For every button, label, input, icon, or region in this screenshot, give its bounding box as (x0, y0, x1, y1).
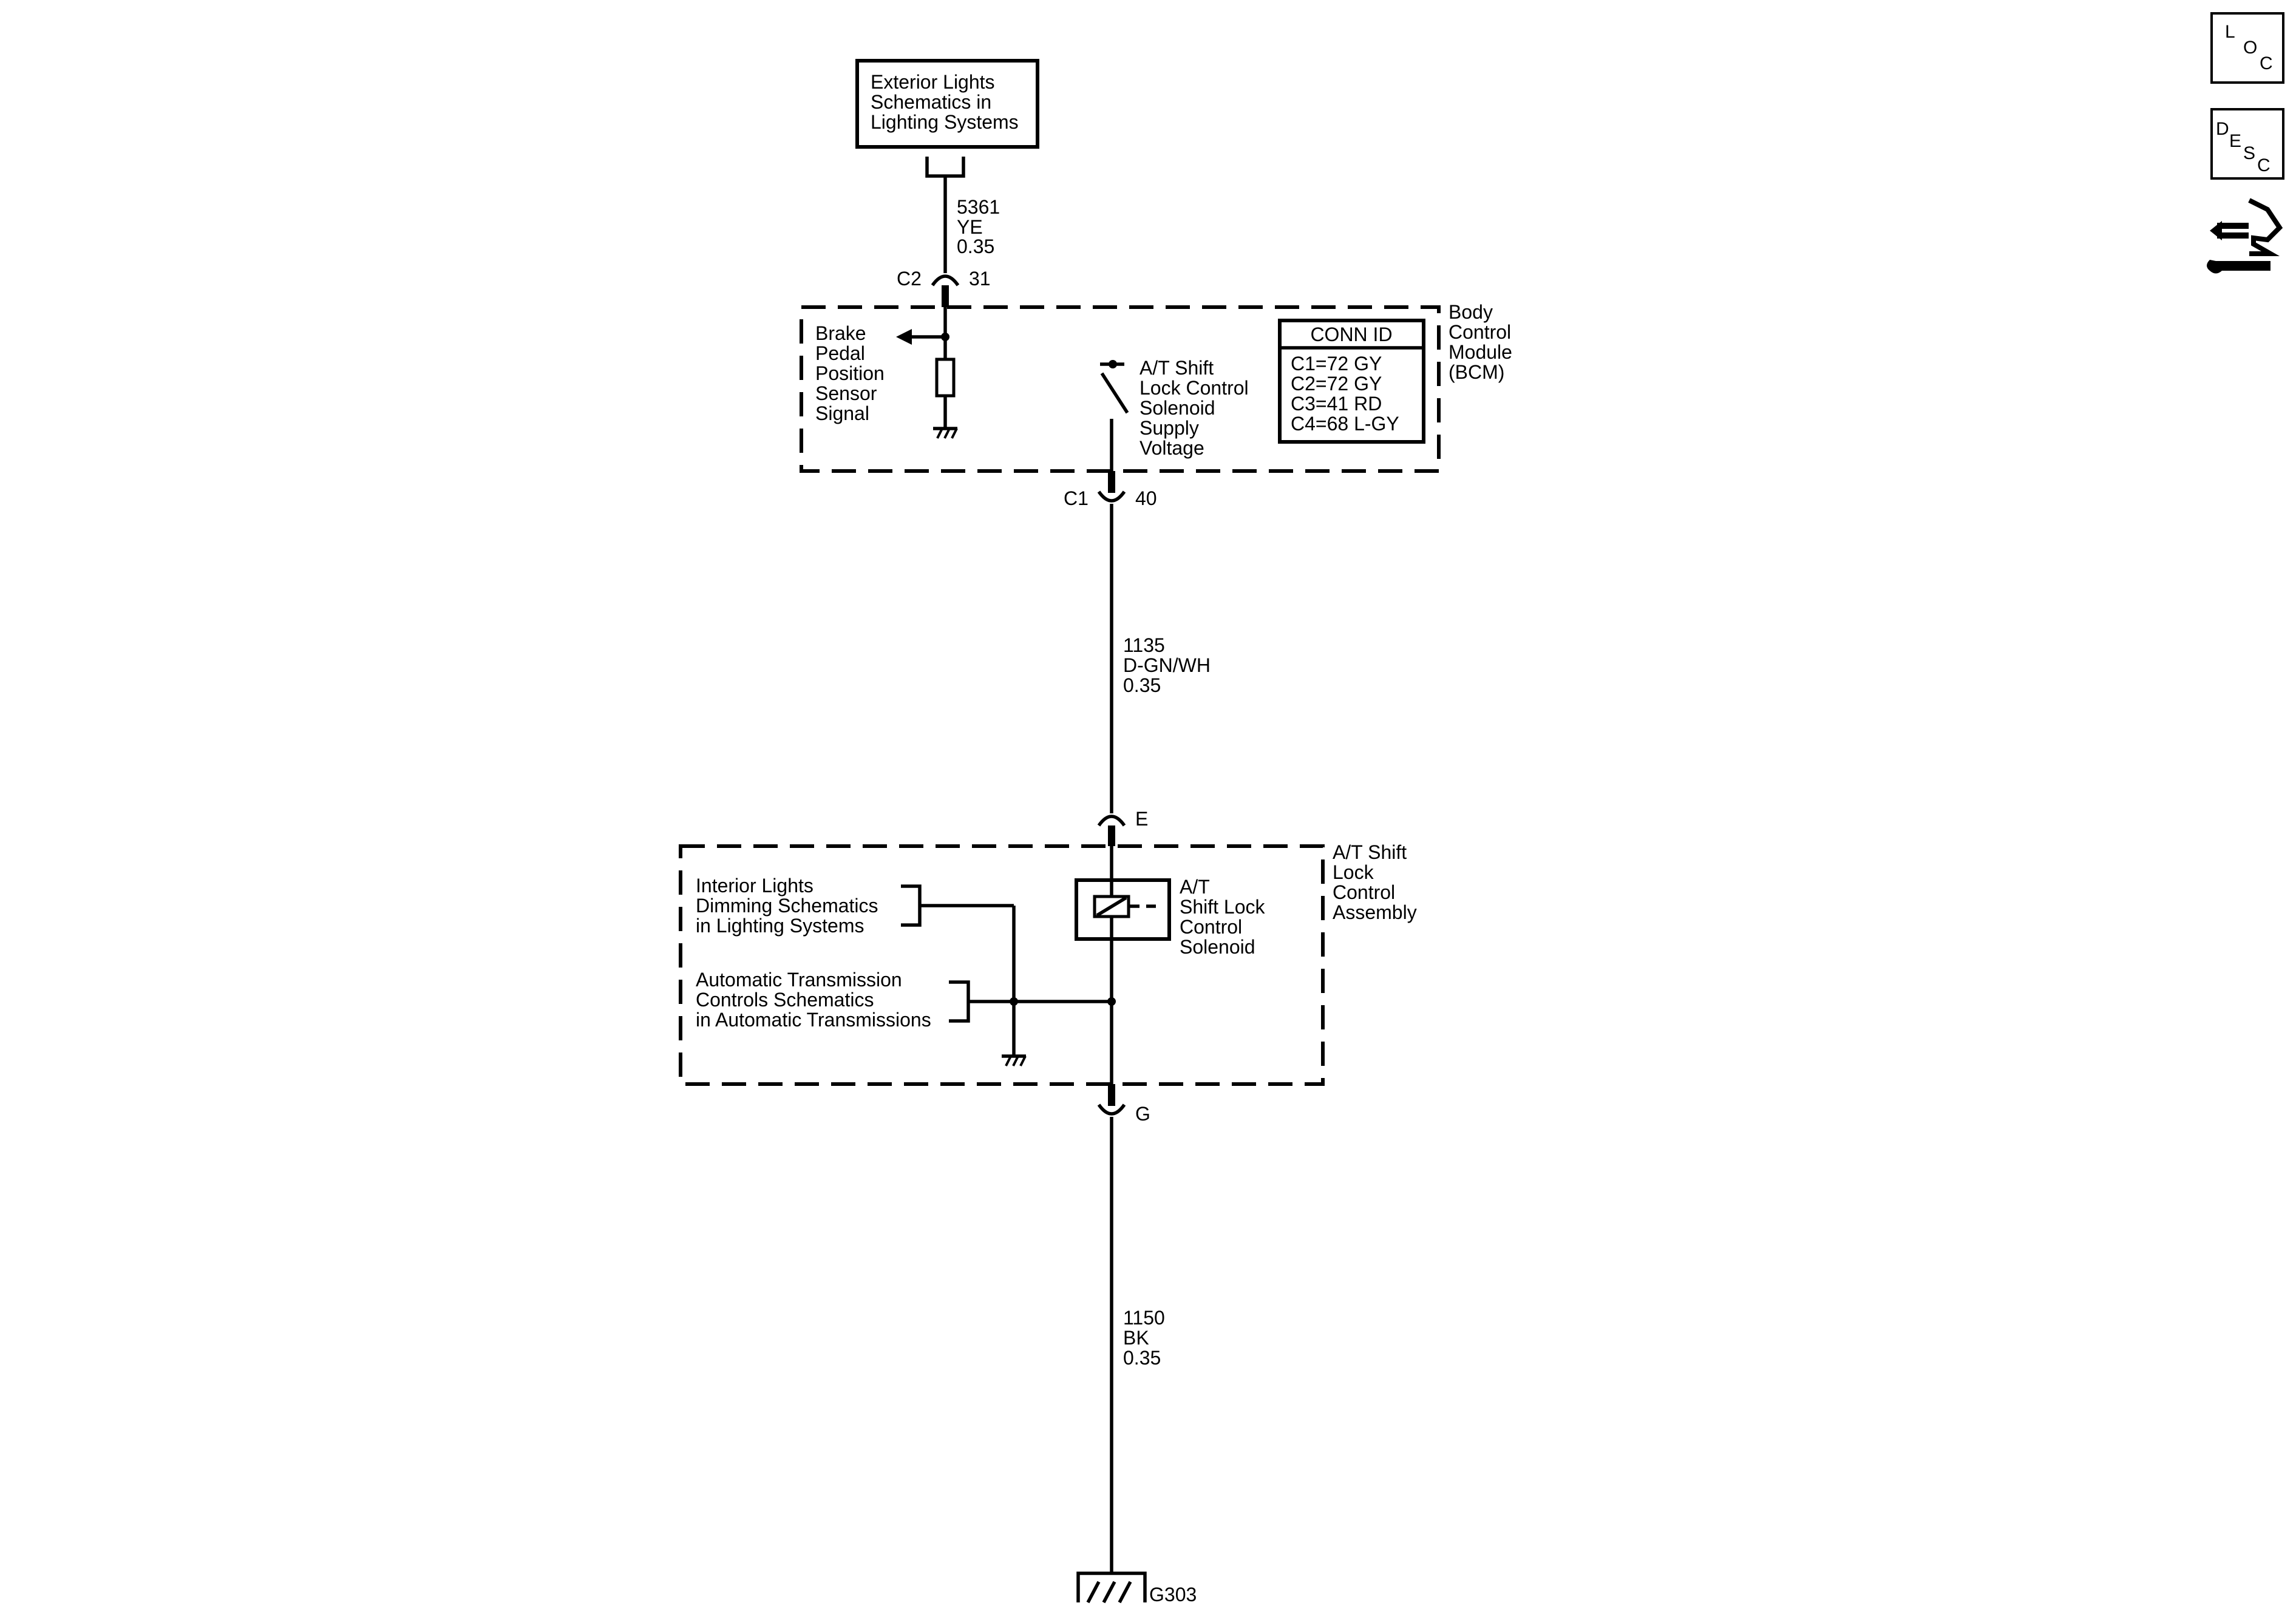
assembly-label-line-3: Control (1333, 881, 1395, 903)
circuit-1135-number: 1135 (1123, 634, 1165, 656)
brake-signal-line-3: Position (815, 362, 885, 384)
connector-g-pin: G (1135, 1103, 1150, 1125)
solenoid-label: A/T Shift Lock Control Solenoid (1180, 876, 1266, 958)
conn-id-title: CONN ID (1310, 324, 1392, 345)
exterior-lights-reference[interactable]: Exterior Lights Schematics in Lighting S… (855, 59, 1039, 149)
circuit-1150-gauge: 0.35 (1123, 1347, 1161, 1369)
supply-label-line-2: Lock Control (1140, 377, 1249, 399)
solenoid-label-line-2: Shift Lock (1180, 896, 1266, 918)
connector-c2-symbol (931, 274, 960, 286)
assembly-internal-ground-icon (1002, 1054, 1027, 1066)
circuit-1135-label: 1135 D-GN/WH 0.35 (1123, 634, 1211, 696)
transmission-ref-line-2: Controls Schematics (696, 989, 874, 1011)
interior-ref-line-2: Dimming Schematics (696, 895, 878, 917)
brake-signal-line-1: Brake (815, 322, 866, 344)
brake-signal-line-4: Sensor (815, 382, 877, 404)
solenoid-label-line-1: A/T (1180, 876, 1210, 898)
circuit-1150-label: 1150 BK 0.35 (1123, 1307, 1165, 1369)
circuit-5361-number: 5361 (957, 196, 1000, 218)
exterior-lights-line-3: Lighting Systems (871, 111, 1019, 133)
location-button[interactable]: L O C (2210, 12, 2284, 84)
loc-letter-l: L (2225, 22, 2235, 42)
bcm-label-line-2: Control (1449, 321, 1511, 343)
circuit-5361-label: 5361 YE 0.35 (957, 196, 1000, 257)
connector-c1-pin: 40 (1135, 487, 1157, 509)
loc-letter-o: O (2243, 38, 2257, 58)
circuit-1135-gauge: 0.35 (1123, 674, 1161, 696)
conn-id-row-c4: C4=68 L-GY (1291, 413, 1399, 435)
supply-label-line-4: Supply (1140, 417, 1199, 439)
assembly-label-line-4: Assembly (1333, 901, 1417, 923)
supply-label-line-3: Solenoid (1140, 397, 1215, 419)
connector-wrench-icon[interactable] (2207, 198, 2283, 274)
loc-letter-c: C (2260, 53, 2273, 73)
shift-lock-assembly-boundary[interactable] (679, 844, 1325, 1086)
switch-blade-icon (1100, 372, 1129, 414)
interior-ref-line-1: Interior Lights (696, 875, 813, 897)
conn-id-table: CONN ID C1=72 GY C2=72 GY C3=41 RD C4=68… (1278, 319, 1425, 444)
assembly-label-line-1: A/T Shift (1333, 841, 1407, 863)
description-button[interactable]: D E S C (2210, 108, 2284, 180)
transmission-reference[interactable]: Automatic Transmission Controls Schemati… (696, 969, 931, 1031)
assembly-label-line-2: Lock (1333, 861, 1374, 883)
circuit-5361-gauge: 0.35 (957, 236, 994, 257)
desc-letter-e: E (2229, 131, 2241, 151)
bcm-internal-ground-icon (933, 427, 958, 439)
brake-signal-label: Brake Pedal Position Sensor Signal (815, 322, 885, 424)
transmission-ref-line-3: in Automatic Transmissions (696, 1009, 931, 1031)
exterior-lights-line-1: Exterior Lights (871, 71, 995, 93)
exterior-lights-line-2: Schematics in (871, 91, 991, 113)
chassis-ground-icon (1076, 1571, 1147, 1604)
connector-e-symbol (1097, 815, 1126, 827)
interior-ref-bracket (901, 884, 922, 927)
interior-ref-line-3: in Lighting Systems (696, 915, 864, 937)
exterior-lights-box[interactable] (855, 59, 1039, 149)
ground-g303-label: G303 (1149, 1584, 1197, 1605)
desc-letter-s: S (2243, 143, 2255, 163)
desc-letter-d: D (2216, 119, 2229, 139)
solenoid-label-line-3: Control (1180, 916, 1242, 938)
pull-down-resistor-icon (935, 358, 956, 398)
bcm-label: Body Control Module (BCM) (1449, 301, 1512, 383)
desc-letter-c: C (2257, 155, 2271, 175)
brake-signal-line-2: Pedal (815, 342, 865, 364)
circuit-1135-color: D-GN/WH (1123, 654, 1211, 676)
connector-c2-pin: 31 (969, 268, 991, 290)
interior-lights-reference[interactable]: Interior Lights Dimming Schematics in Li… (696, 875, 878, 937)
connector-c2-name: C2 (897, 268, 922, 290)
connector-c1-symbol (1097, 490, 1126, 503)
supply-label-line-5: Voltage (1140, 437, 1204, 459)
assembly-label: A/T Shift Lock Control Assembly (1333, 841, 1417, 923)
reference-bracket (925, 157, 965, 178)
conn-id-row-c1: C1=72 GY (1291, 353, 1382, 375)
bcm-label-line-3: Module (1449, 341, 1512, 363)
conn-id-row-c2: C2=72 GY (1291, 373, 1382, 395)
solenoid-coil-icon (1093, 895, 1130, 918)
solenoid-housing (1075, 878, 1171, 941)
transmission-ref-bracket (949, 980, 970, 1023)
circuit-1150-number: 1150 (1123, 1307, 1165, 1329)
bcm-label-line-4: (BCM) (1449, 361, 1504, 383)
transmission-ref-line-1: Automatic Transmission (696, 969, 902, 991)
supply-label-line-1: A/T Shift (1140, 357, 1214, 379)
solenoid-label-line-4: Solenoid (1180, 936, 1255, 958)
supply-voltage-label: A/T Shift Lock Control Solenoid Supply V… (1140, 357, 1249, 459)
brake-signal-line-5: Signal (815, 402, 869, 424)
circuit-5361-color: YE (957, 216, 983, 238)
bcm-label-line-1: Body (1449, 301, 1493, 323)
circuit-1150-color: BK (1123, 1327, 1149, 1349)
conn-id-box (1278, 319, 1425, 444)
connector-e-pin: E (1135, 808, 1148, 830)
brake-signal-arrow-icon (896, 329, 912, 345)
connector-c1-name: C1 (1064, 487, 1089, 509)
connector-g-symbol (1097, 1103, 1126, 1116)
conn-id-row-c3: C3=41 RD (1291, 393, 1382, 415)
